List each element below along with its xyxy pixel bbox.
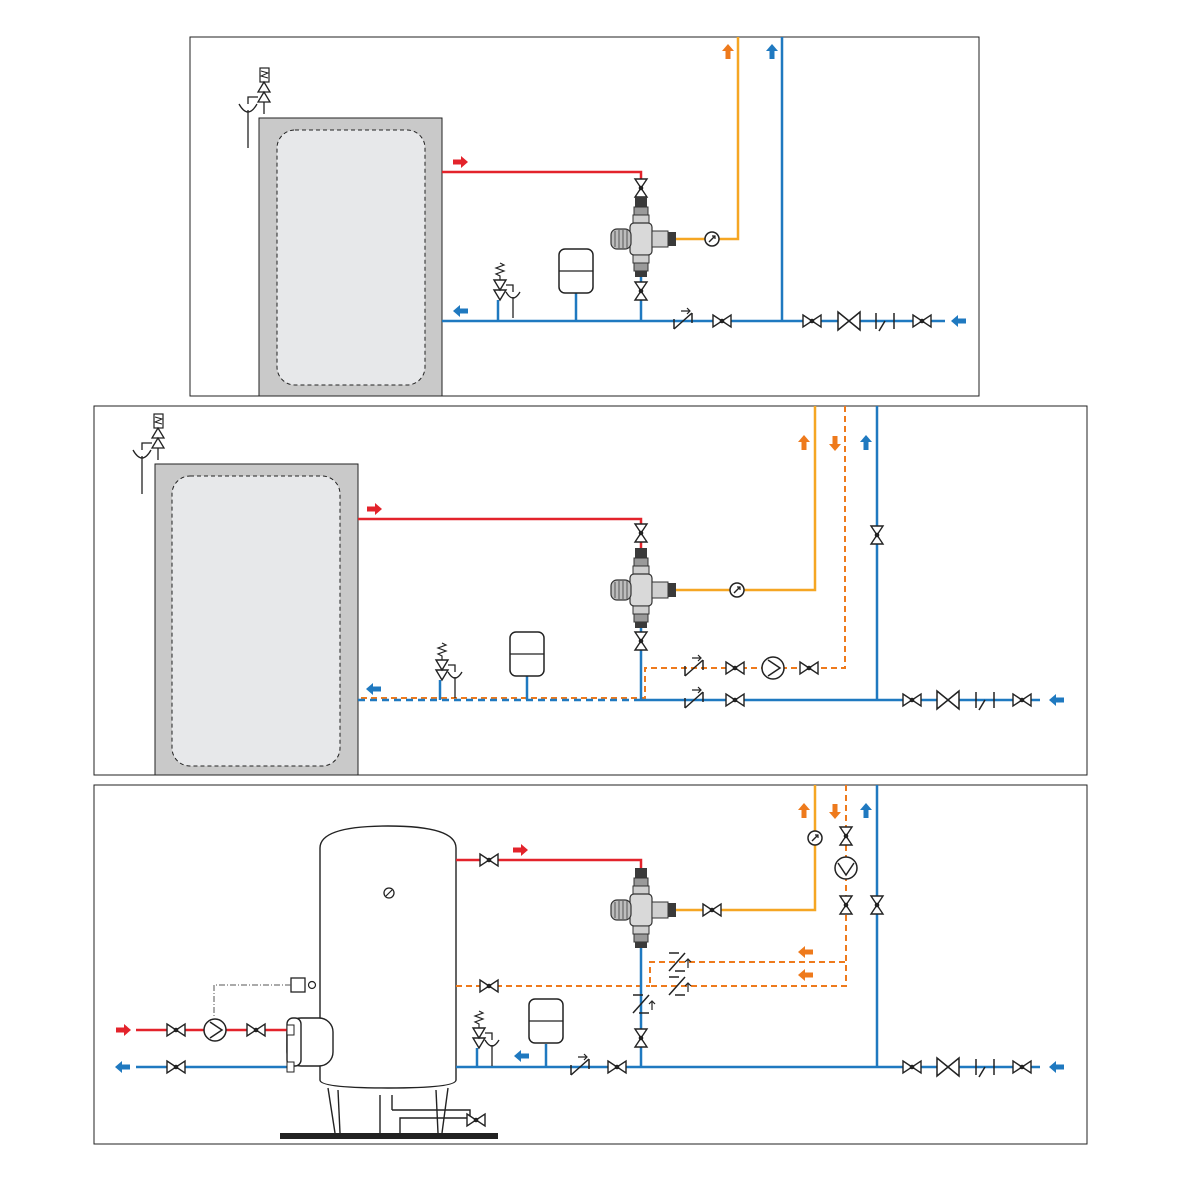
hot-water-line (358, 517, 643, 555)
storage-tank (258, 117, 443, 397)
storage-tank (154, 463, 359, 776)
panel-2-mixing-with-recirculation (93, 405, 1088, 776)
circulation-pump-icon (834, 856, 858, 880)
panel-frame (93, 784, 1088, 1145)
tank-thermometer-icon (383, 887, 395, 899)
expansion-vessel-icon (558, 248, 594, 294)
circulation-pump-icon (761, 656, 785, 680)
recirculation-line (358, 406, 846, 699)
panel-1-simple-mixing (189, 36, 980, 397)
storage-cylinder (280, 825, 498, 1139)
temperature-sensor-icon (213, 977, 317, 1017)
thermometer-icon (807, 830, 823, 846)
thermometer-icon (704, 231, 720, 247)
thermometer-icon (729, 582, 745, 598)
cold-water-line (358, 406, 1040, 702)
mixed-water-line (675, 37, 740, 241)
primary-pump-icon (203, 1018, 227, 1042)
panel-3-indirect-cylinder-with-recirculation (93, 784, 1088, 1145)
expansion-vessel-icon (509, 631, 545, 677)
expansion-vessel-icon (528, 998, 564, 1044)
mixed-water-line (675, 406, 817, 592)
